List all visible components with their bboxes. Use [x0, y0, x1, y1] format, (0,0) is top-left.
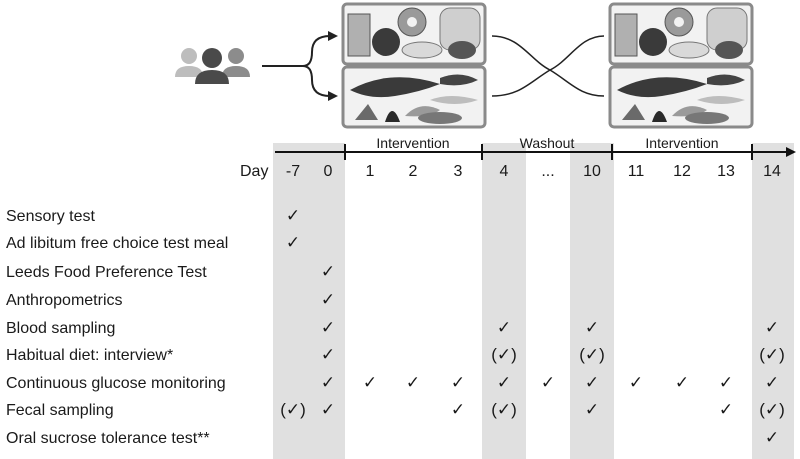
- day-label: 0: [323, 163, 333, 180]
- check-mark: ✓: [718, 373, 734, 392]
- shade-column-day-4: [482, 143, 526, 459]
- day-label: 14: [763, 163, 781, 180]
- check-mark: ✓: [674, 373, 690, 392]
- check-mark: ✓: [764, 428, 780, 447]
- row-label-fecal-sampling: Fecal sampling: [6, 402, 114, 419]
- day-label: 4: [499, 163, 509, 180]
- day-label: 10: [583, 163, 601, 180]
- check-mark: ✓: [450, 373, 466, 392]
- phase-label-washout: Washout: [519, 135, 575, 151]
- optional-check-mark: (✓): [759, 345, 785, 364]
- row-label-anthropometrics: Anthropometrics: [6, 292, 123, 309]
- check-mark: ✓: [285, 233, 301, 252]
- day-label: -7: [285, 163, 301, 180]
- optional-check-mark: (✓): [579, 345, 605, 364]
- check-mark: ✓: [362, 373, 378, 392]
- day-label: 1: [365, 163, 375, 180]
- day-label: 2: [408, 163, 418, 180]
- optional-check-mark: (✓): [280, 400, 306, 419]
- shade-column-day-14: [752, 143, 794, 459]
- day-axis-title: Day: [240, 163, 269, 180]
- check-mark: ✓: [540, 373, 556, 392]
- shade-column-day-10: [570, 143, 614, 459]
- shade-column-baseline: [273, 143, 345, 459]
- row-label-leeds-food-preference: Leeds Food Preference Test: [6, 264, 207, 281]
- check-mark: ✓: [584, 400, 600, 419]
- check-mark: ✓: [320, 318, 336, 337]
- day-label: 12: [673, 163, 691, 180]
- check-mark: ✓: [718, 400, 734, 419]
- check-mark: ✓: [320, 290, 336, 309]
- phase-label-intervention-1: Intervention: [376, 135, 450, 151]
- diet-box-left-top: [341, 2, 487, 66]
- check-mark: ✓: [320, 262, 336, 281]
- check-mark: ✓: [764, 373, 780, 392]
- row-label-blood-sampling: Blood sampling: [6, 320, 116, 337]
- phase-label-intervention-2: Intervention: [645, 135, 719, 151]
- optional-check-mark: (✓): [491, 400, 517, 419]
- check-mark: ✓: [285, 206, 301, 225]
- day-label: ...: [541, 163, 555, 180]
- check-mark: ✓: [496, 373, 512, 392]
- row-label-continuous-glucose-monitoring: Continuous glucose monitoring: [6, 375, 226, 392]
- participants-icon: [175, 48, 250, 84]
- check-mark: ✓: [628, 373, 644, 392]
- check-mark: ✓: [496, 318, 512, 337]
- day-label: 3: [453, 163, 463, 180]
- check-mark: ✓: [320, 400, 336, 419]
- optional-check-mark: (✓): [491, 345, 517, 364]
- check-mark: ✓: [584, 373, 600, 392]
- check-mark: ✓: [405, 373, 421, 392]
- check-mark: ✓: [450, 400, 466, 419]
- day-label: 11: [627, 163, 645, 180]
- check-mark: ✓: [764, 318, 780, 337]
- randomization-arrows: [262, 31, 338, 101]
- day-label: 13: [717, 163, 735, 180]
- check-mark: ✓: [320, 373, 336, 392]
- diet-box-right-bottom: [608, 65, 754, 129]
- diet-box-right-top: [608, 2, 754, 66]
- row-label-oral-sucrose-tolerance: Oral sucrose tolerance test**: [6, 430, 210, 447]
- check-mark: ✓: [320, 345, 336, 364]
- optional-check-mark: (✓): [759, 400, 785, 419]
- sampling-day-shading: [273, 143, 794, 459]
- diet-box-left-bottom: [341, 65, 487, 129]
- row-label-habitual-diet: Habitual diet: interview*: [6, 347, 174, 364]
- row-label-sensory-test: Sensory test: [6, 208, 95, 225]
- row-label-ad-libitum-meal: Ad libitum free choice test meal: [6, 235, 229, 252]
- timeline-axis: [275, 144, 796, 160]
- crossover-lines: [491, 35, 605, 97]
- check-mark: ✓: [584, 318, 600, 337]
